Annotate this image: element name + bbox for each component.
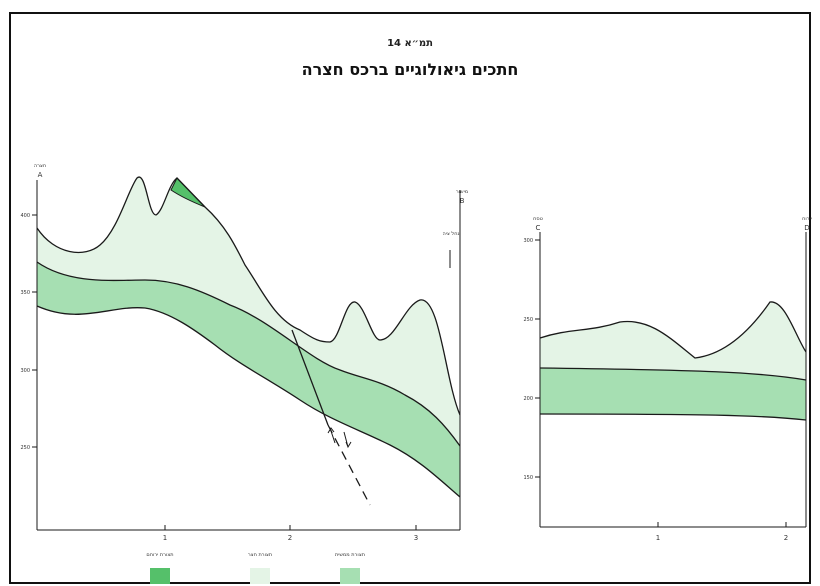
section-cd-middle-layer	[540, 368, 806, 420]
section-cd-y-tick-300: 300	[523, 238, 533, 244]
section-ab-left-name: חצרה	[34, 163, 46, 169]
fault-arrow-left	[327, 427, 336, 444]
legend-label-yeruham: תצורת ירוחם	[146, 552, 173, 558]
section-cd-y-tick-250: 250	[523, 317, 533, 323]
section-ab-x-tick-1: 1	[163, 534, 167, 542]
section-ab-y-ticks	[32, 214, 37, 448]
section-ab-x-tick-3: 3	[414, 534, 418, 542]
section-cd: 300 250 200 150 1 2 טסח C יירוח D	[523, 216, 811, 542]
section-cd-left-name: טסח	[533, 216, 543, 222]
fault-line-dashed	[327, 424, 371, 506]
section-cd-y-tick-200: 200	[523, 396, 533, 402]
section-ab-y-tick-400: 400	[20, 213, 30, 219]
section-cd-contact-line-1	[539, 367, 807, 381]
section-ab-upper-layer	[37, 177, 460, 446]
legend-swatch-yeruham	[150, 568, 170, 584]
section-cd-contact-line-2	[539, 413, 807, 421]
section-cd-y-ticks	[535, 239, 540, 478]
section-ab-right-name: מישור	[456, 189, 468, 195]
section-ab-contact-line-2	[36, 305, 461, 498]
section-ab-y-tick-350: 350	[20, 290, 30, 296]
section-ab-y-tick-250: 250	[20, 445, 30, 451]
legend: תצורת ירוחם תצורת חצר תצורת ממשית	[146, 552, 365, 584]
section-ab-x-tick-2: 2	[288, 534, 292, 542]
section-ab-right-letter: B	[460, 197, 465, 205]
fault-arrow-right	[343, 431, 352, 449]
section-cd-x-tick-1: 1	[656, 534, 660, 542]
figure-number: תמ״א 14	[387, 38, 433, 49]
section-cd-y-tick-150: 150	[523, 475, 533, 481]
section-cd-x-tick-2: 2	[784, 534, 788, 542]
section-cd-right-letter: D	[804, 224, 809, 232]
stream-label: נחל ציה	[442, 231, 459, 237]
section-ab: 400 350 300 250 1 2 3 חצרה A מישור B נחל…	[20, 163, 468, 542]
section-cd-surface-line	[539, 301, 807, 359]
legend-swatch-hatzor	[250, 568, 270, 584]
section-ab-contact-line-1	[36, 261, 461, 447]
section-ab-left-letter: A	[38, 171, 43, 179]
legend-label-hatzor: תצורת חצר	[248, 552, 272, 558]
section-cd-x-ticks	[657, 522, 787, 527]
fault-line	[291, 329, 329, 426]
section-ab-x-ticks	[164, 525, 417, 530]
figure-title: חתכים גיאולוגיים ברכס חצרה	[301, 60, 519, 79]
section-ab-y-tick-300: 300	[20, 368, 30, 374]
section-ab-middle-layer	[37, 262, 460, 497]
section-ab-surface-line	[36, 176, 461, 416]
legend-label-mamshit: תצורת ממשית	[335, 552, 365, 558]
section-cd-right-name: יירוח	[802, 216, 812, 222]
section-cd-left-letter: C	[536, 224, 541, 232]
legend-swatch-mamshit	[340, 568, 360, 584]
